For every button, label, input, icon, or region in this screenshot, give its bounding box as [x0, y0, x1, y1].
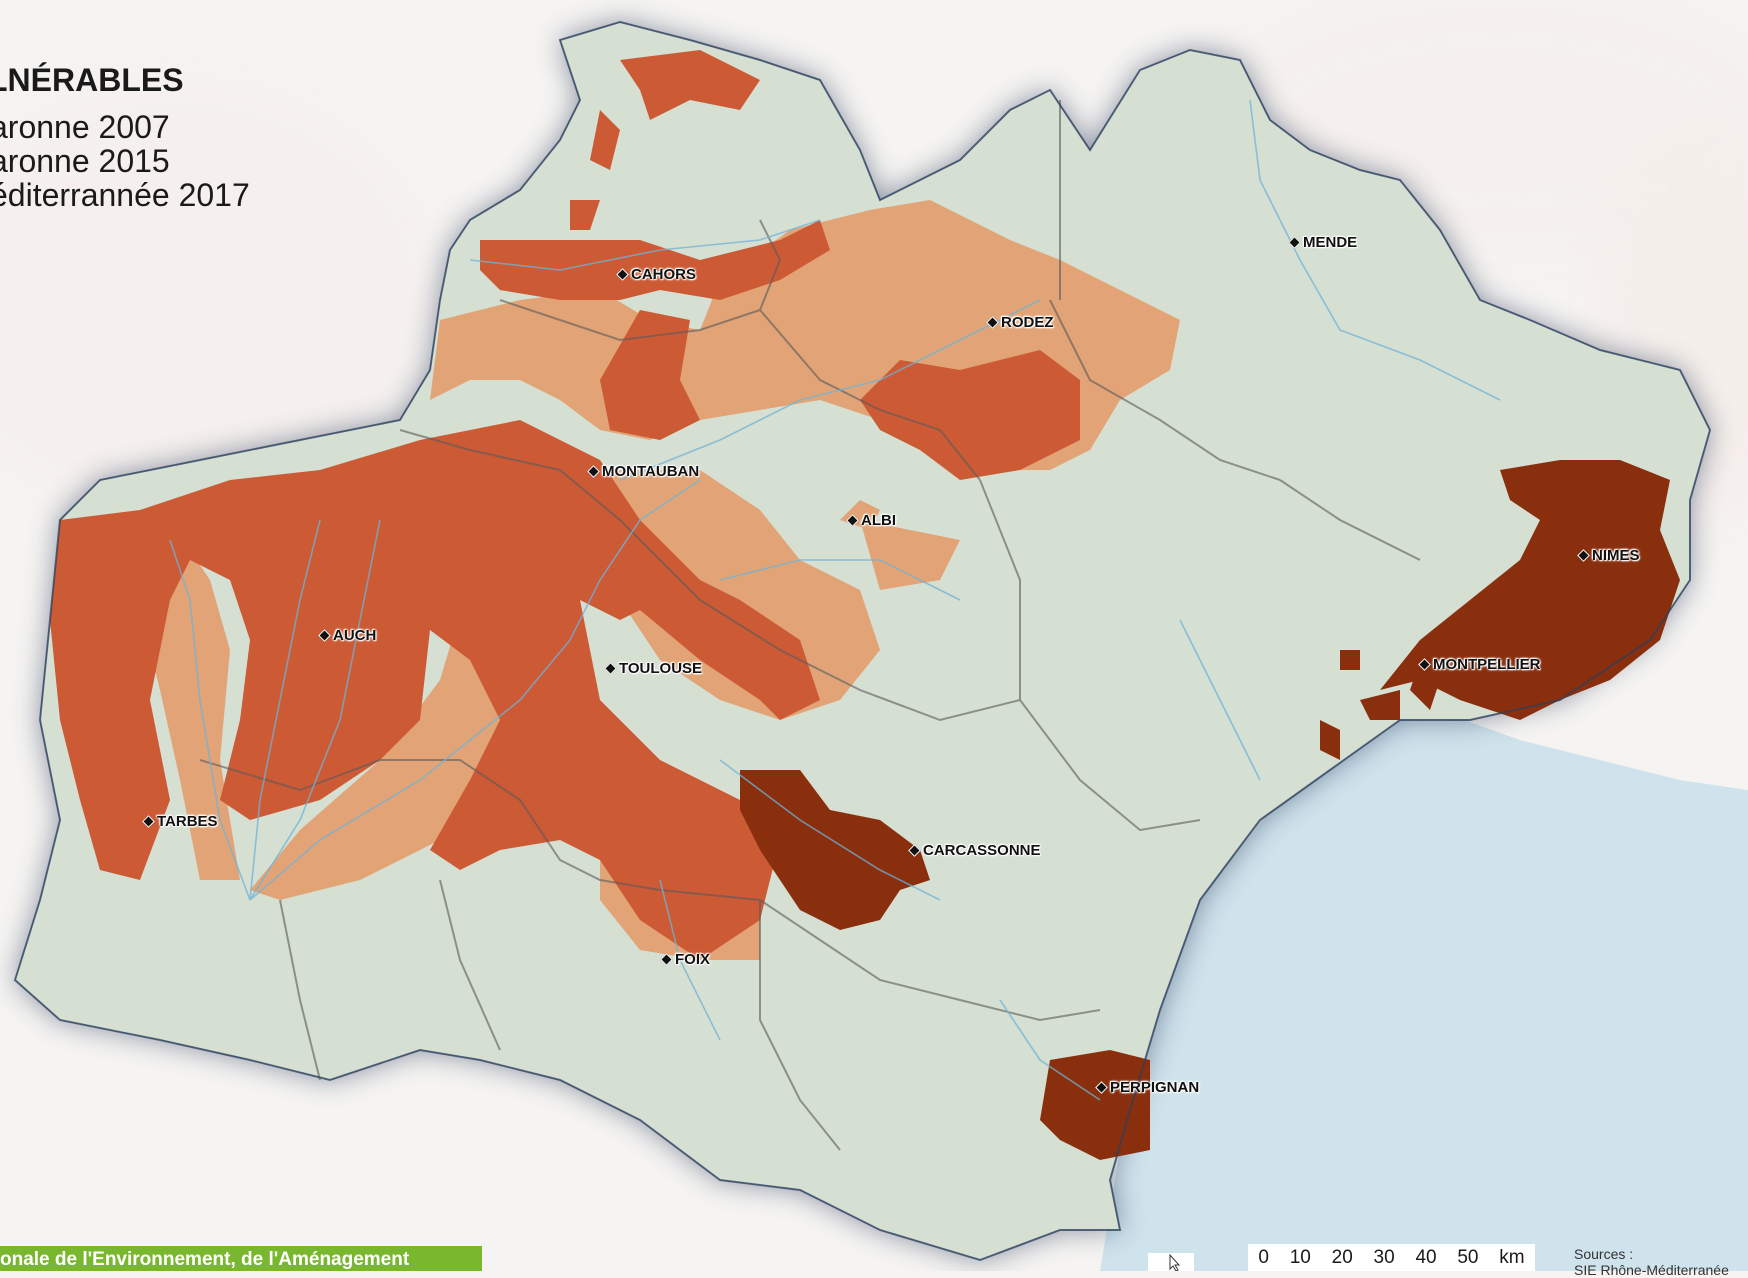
city-label: AUCH — [333, 627, 377, 644]
legend-item-2015: aronne 2015 — [0, 143, 170, 179]
city-carcassonne[interactable]: CARCASSONNE — [908, 842, 1041, 859]
city-marker-icon — [604, 662, 617, 675]
city-label: NIMES — [1592, 547, 1640, 564]
city-marker-icon — [318, 629, 331, 642]
city-montauban[interactable]: MONTAUBAN — [587, 463, 700, 480]
city-marker-icon — [908, 844, 921, 857]
city-label: RODEZ — [1001, 314, 1054, 331]
sources: Sources : SIE Rhône-Méditerranée — [1574, 1246, 1729, 1278]
agency-footer: onale de l'Environnement, de l'Aménageme… — [0, 1246, 482, 1271]
city-cahors[interactable]: CAHORS — [616, 266, 697, 283]
legend: aronne 2007 aronne 2015 éditerrannée 201… — [0, 110, 250, 212]
city-perpignan[interactable]: PERPIGNAN — [1095, 1079, 1200, 1096]
legend-title: LNÉRABLES — [0, 62, 184, 98]
sources-label: Sources : — [1574, 1246, 1634, 1262]
mediterranean-sea — [1100, 715, 1748, 1271]
region-outline — [13, 20, 1712, 1262]
scale-tick: 40 — [1415, 1246, 1437, 1268]
city-marker-icon — [616, 268, 629, 281]
sources-line: SIE Rhône-Méditerranée — [1574, 1262, 1729, 1278]
city-label: MENDE — [1303, 234, 1358, 251]
city-albi[interactable]: ALBI — [846, 512, 896, 529]
scale-unit: km — [1499, 1246, 1525, 1268]
scale-tick: 0 — [1258, 1246, 1269, 1268]
city-tarbes[interactable]: TARBES — [142, 813, 218, 830]
city-label: FOIX — [675, 951, 711, 968]
city-auch[interactable]: AUCH — [318, 627, 377, 644]
city-marker-icon — [986, 316, 999, 329]
zones-adour-garonne-2015 — [50, 50, 1080, 960]
city-label: MONTAUBAN — [602, 463, 700, 480]
city-marker-icon — [660, 953, 673, 966]
scale-tick: 30 — [1373, 1246, 1395, 1268]
city-label: MONTPELLIER — [1433, 656, 1541, 673]
city-marker-icon — [846, 514, 859, 527]
city-label: TARBES — [157, 813, 218, 830]
scale-tick: 10 — [1289, 1246, 1311, 1268]
city-label: TOULOUSE — [619, 660, 703, 677]
city-marker-icon — [1288, 236, 1301, 249]
legend-item-2007: aronne 2007 — [0, 109, 170, 145]
department-borders — [199, 100, 1421, 1151]
scale-tick: 20 — [1331, 1246, 1353, 1268]
city-montpellier[interactable]: MONTPELLIER — [1418, 656, 1541, 673]
city-mende[interactable]: MENDE — [1288, 234, 1358, 251]
city-label: ALBI — [861, 512, 896, 529]
city-marker-icon — [587, 465, 600, 478]
city-foix[interactable]: FOIX — [660, 951, 711, 968]
rivers — [169, 99, 1501, 1101]
city-rodez[interactable]: RODEZ — [986, 314, 1054, 331]
city-nimes[interactable]: NIMES — [1577, 547, 1640, 564]
cursor-icon — [1169, 1253, 1181, 1272]
scale-bar: 0 10 20 30 40 50 km — [1248, 1244, 1535, 1271]
scale-tick: 50 — [1457, 1246, 1479, 1268]
legend-item-2017: éditerrannée 2017 — [0, 177, 250, 213]
city-marker-icon — [1418, 658, 1431, 671]
city-label: CAHORS — [631, 266, 697, 283]
city-marker-icon — [142, 815, 155, 828]
city-marker-icon — [1095, 1081, 1108, 1094]
city-marker-icon — [1577, 549, 1590, 562]
city-label: PERPIGNAN — [1110, 1079, 1200, 1096]
city-label: CARCASSONNE — [923, 842, 1041, 859]
cursor-area — [1148, 1253, 1194, 1272]
city-toulouse[interactable]: TOULOUSE — [604, 660, 703, 677]
